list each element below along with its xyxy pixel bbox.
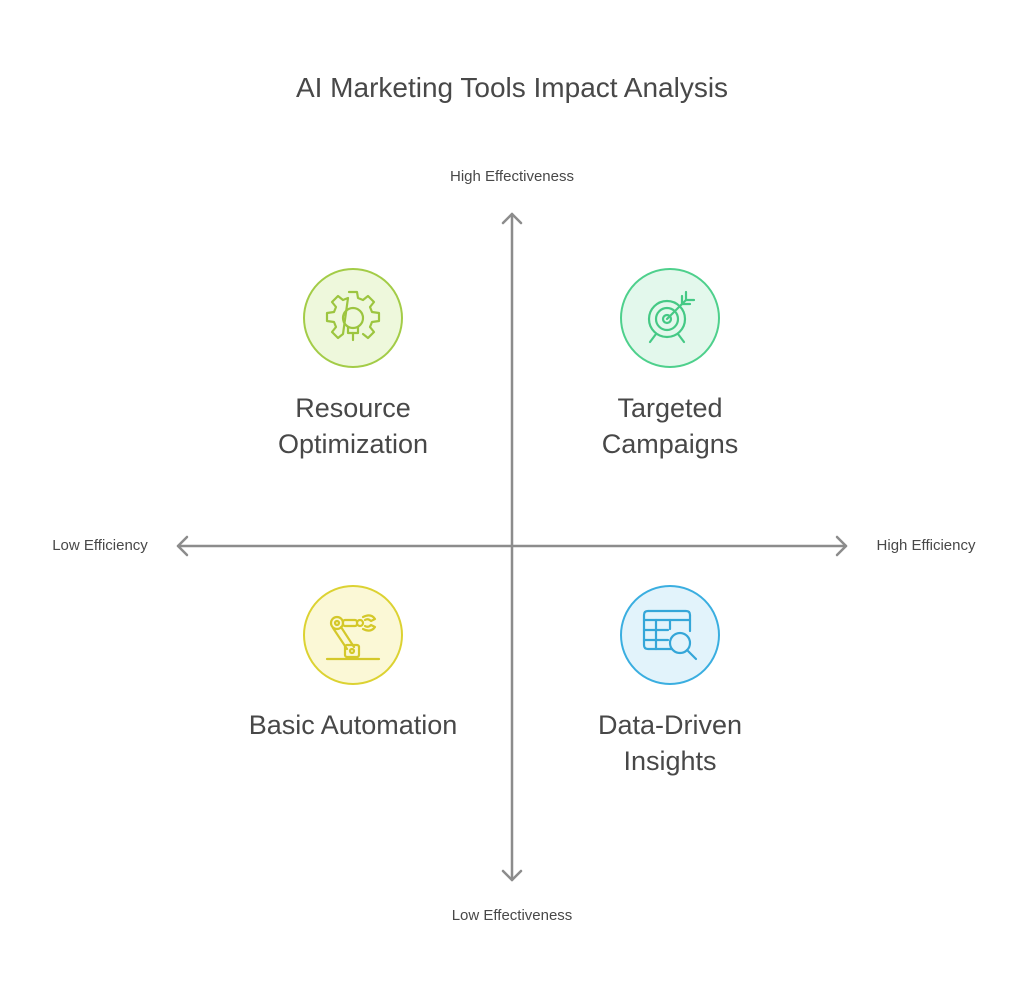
axis-label-low-efficiency: Low Efficiency [52, 537, 148, 554]
data-driven-insights-badge [620, 585, 720, 685]
robot-arm-icon [325, 614, 381, 661]
label-line-1: Data-Driven [597, 710, 743, 740]
quadrant-resource-optimization: Resource Optimization [203, 268, 503, 462]
diagram-title: AI Marketing Tools Impact Analysis [295, 72, 729, 103]
arrow-left-icon [176, 535, 189, 557]
arrow-up-icon [501, 212, 523, 225]
basic-automation-badge [303, 585, 403, 685]
arrow-down-icon [501, 869, 523, 882]
label-line-2: Insights [623, 746, 717, 776]
quadrant-data-driven-insights: Data-Driven Insights [520, 585, 820, 779]
label-line-2: Optimization [277, 429, 429, 459]
target-arrow-icon [647, 290, 696, 344]
quadrant-label: Data-Driven Insights [520, 707, 820, 779]
axis-label-high-effectiveness: High Effectiveness [450, 168, 574, 185]
quadrant-label: Basic Automation [203, 707, 503, 743]
table-magnifier-icon [642, 609, 698, 661]
arrow-right-icon [835, 535, 848, 557]
resource-optimization-badge [303, 268, 403, 368]
axis-label-low-effectiveness: Low Effectiveness [451, 907, 573, 924]
label-line-1: Basic Automation [248, 710, 458, 740]
label-line-1: Resource [295, 393, 411, 423]
label-line-2: Campaigns [601, 429, 739, 459]
quadrant-basic-automation: Basic Automation [203, 585, 503, 743]
quadrant-label: Targeted Campaigns [520, 390, 820, 462]
quadrant-label: Resource Optimization [203, 390, 503, 462]
axis-label-high-efficiency: High Efficiency [876, 537, 976, 554]
targeted-campaigns-badge [620, 268, 720, 368]
gear-lightbulb-icon [325, 290, 381, 342]
quadrant-targeted-campaigns: Targeted Campaigns [520, 268, 820, 462]
label-line-1: Targeted [617, 393, 723, 423]
